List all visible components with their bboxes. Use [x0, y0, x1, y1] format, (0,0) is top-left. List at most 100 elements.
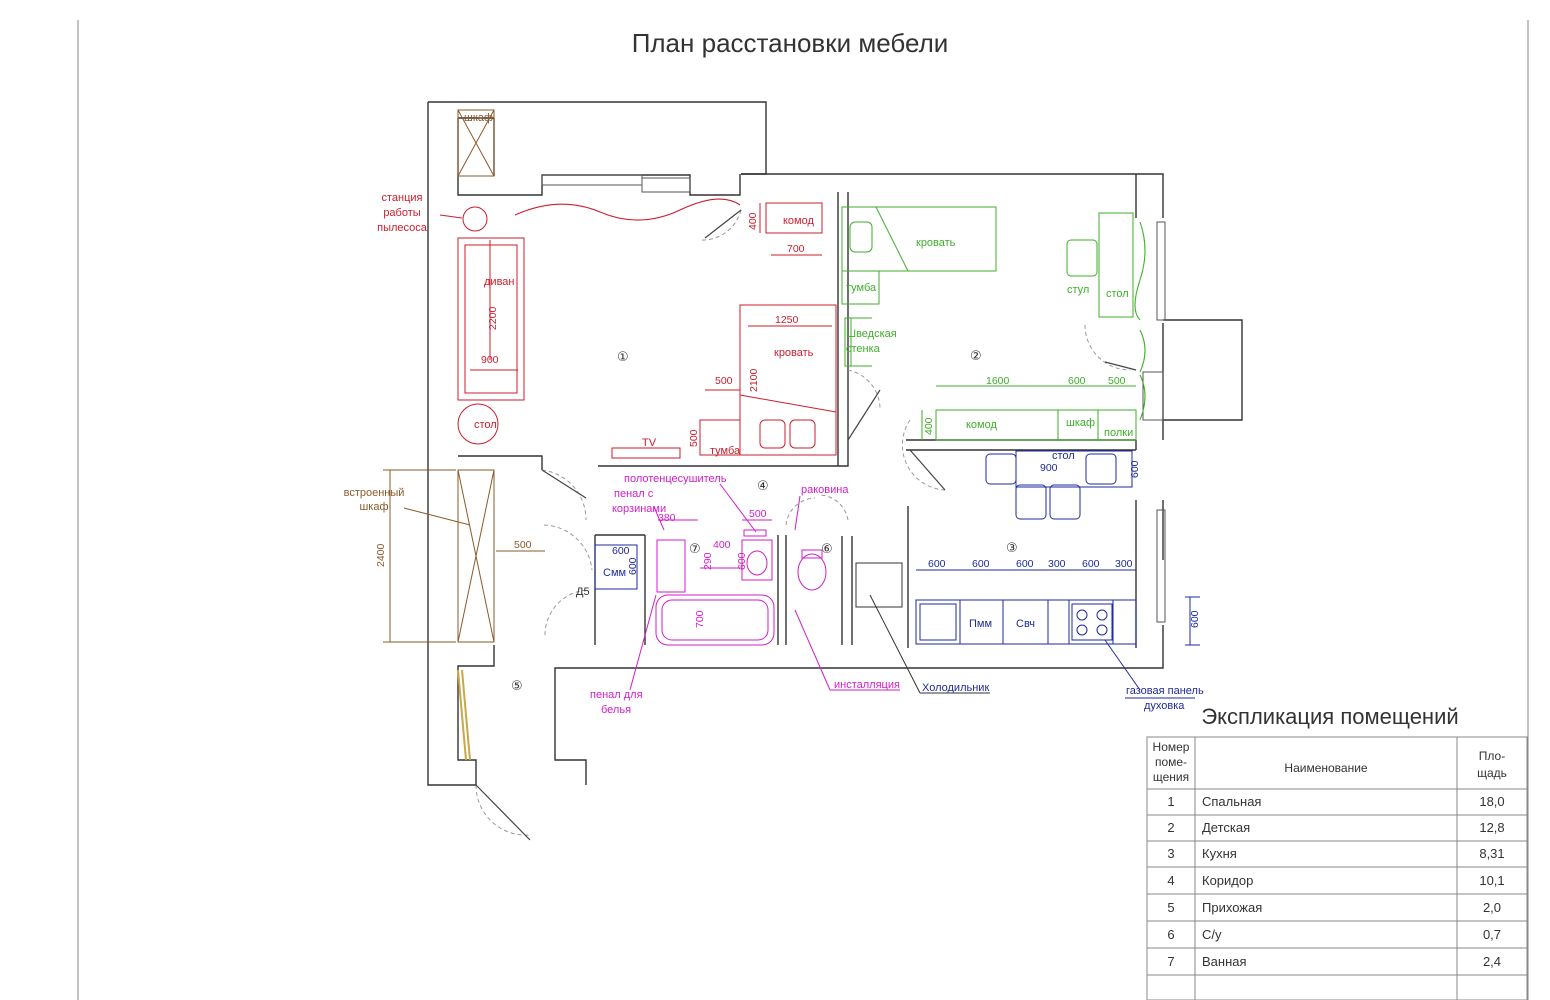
- dim-600e: 600: [736, 552, 748, 570]
- wardrobe-top: [457, 109, 495, 177]
- label-tv: TV: [642, 437, 657, 449]
- kids-labels: кровать тумба Шведская стенка стул стол …: [846, 237, 1133, 439]
- bedroom-labels: станция работы пылесоса диван стол комод…: [377, 192, 814, 457]
- row-num: 1: [1167, 794, 1174, 809]
- room-number-6: ⑥: [821, 541, 833, 556]
- label-polki: полки: [1104, 427, 1133, 439]
- label-penal-2: корзинами: [612, 503, 666, 515]
- entry-hatch: [457, 669, 471, 761]
- header-area-1: Пло-: [1479, 749, 1505, 763]
- kitchen-labels: стол 900 600 Пмм Свч Смм 600 600 600 600…: [603, 450, 1204, 712]
- label-stol1: стол: [474, 419, 497, 431]
- dim-400a: 400: [747, 212, 759, 230]
- label-tumba1: тумба: [710, 445, 741, 457]
- label-polotence: полотенцесушитель: [624, 473, 727, 485]
- dim-700a: 700: [787, 243, 805, 255]
- header-name: Наименование: [1284, 761, 1368, 775]
- label-d5: Д5: [576, 586, 590, 598]
- row-area: 0,7: [1483, 927, 1501, 942]
- header-num-3: щения: [1153, 770, 1189, 784]
- label-builtin-1: встроенный: [344, 487, 405, 499]
- room-number-3: ③: [1006, 540, 1018, 555]
- dim-600f: 600: [1189, 610, 1201, 628]
- dim-2100: 2100: [748, 368, 760, 392]
- room-number-7: ⑦: [689, 541, 701, 556]
- dim-500c: 500: [1108, 375, 1126, 387]
- kdim-300b: 300: [1115, 558, 1133, 570]
- bath-furniture: [655, 519, 827, 646]
- walls: [427, 101, 1243, 786]
- label-penal-1: пенал с: [614, 488, 654, 500]
- builtin-wardrobe: [457, 469, 495, 643]
- label-svch: Свч: [1016, 618, 1035, 630]
- kdim-600b: 600: [972, 558, 990, 570]
- label-gas-1: газовая панель: [1126, 685, 1204, 697]
- label-stol3: стол: [1052, 450, 1075, 462]
- page-title: План расстановки мебели: [631, 28, 949, 58]
- bedroom-furniture: [439, 202, 837, 459]
- entry-dim-lines: [383, 469, 545, 643]
- kdim-300a: 300: [1048, 558, 1066, 570]
- label-shved-1: Шведская: [846, 328, 897, 340]
- label-station-3: пылесоса: [377, 222, 428, 234]
- dim-400c: 400: [713, 539, 731, 551]
- dim-900a: 900: [481, 354, 499, 366]
- row-num: 6: [1167, 927, 1174, 942]
- row-area: 10,1: [1479, 873, 1504, 888]
- row-area: 18,0: [1479, 794, 1504, 809]
- curtains: [514, 198, 741, 221]
- kdim-600a: 600: [928, 558, 946, 570]
- dim-600b: 600: [1129, 460, 1141, 478]
- label-installation: инсталляция: [834, 679, 900, 691]
- room-number-2: ②: [970, 348, 982, 363]
- dim-1250: 1250: [775, 314, 799, 326]
- header-area-2: щадь: [1477, 766, 1507, 780]
- label-tumba2: тумба: [846, 282, 877, 294]
- label-station-1: станция: [381, 192, 422, 204]
- header-num-2: поме-: [1155, 755, 1187, 769]
- explication-headers: Номер поме- щения Наименование Пло- щадь: [1153, 740, 1507, 784]
- kdim-600d: 600: [1082, 558, 1100, 570]
- label-krovat2: кровать: [916, 237, 956, 249]
- dim-400b: 400: [923, 417, 935, 435]
- bath-leaders: [629, 483, 900, 691]
- row-num: 3: [1167, 846, 1174, 861]
- row-name: Ванная: [1202, 954, 1247, 969]
- dim-1600: 1600: [986, 375, 1010, 387]
- label-station-2: работы: [383, 207, 420, 219]
- row-name: Детская: [1202, 820, 1250, 835]
- row-area: 2,4: [1483, 954, 1501, 969]
- row-name: Коридор: [1202, 873, 1253, 888]
- explication-title: Экспликация помещений: [1201, 704, 1459, 729]
- row-area: 12,8: [1479, 820, 1504, 835]
- label-divan: диван: [484, 276, 514, 288]
- label-shkaf2: шкаф: [1066, 417, 1095, 429]
- dim-900b: 900: [1040, 462, 1058, 474]
- label-shkaf: шкаф: [464, 112, 493, 124]
- kdim-600c: 600: [1016, 558, 1034, 570]
- label-smm: Смм: [603, 567, 626, 579]
- header-num-1: Номер: [1153, 740, 1190, 754]
- bath-labels: полотенцесушитель пенал с корзинами рако…: [590, 473, 900, 716]
- dim-600d: 600: [627, 557, 639, 575]
- dim-500d: 500: [514, 539, 532, 551]
- row-area: 2,0: [1483, 900, 1501, 915]
- row-num: 7: [1167, 954, 1174, 969]
- fridge: [855, 562, 990, 694]
- label-penal-belya-2: белья: [601, 704, 631, 716]
- explication-table: [1146, 736, 1528, 1000]
- kitchen-leaders: [1104, 596, 1200, 699]
- row-name: Спальная: [1202, 794, 1261, 809]
- dim-2200: 2200: [487, 306, 499, 330]
- room-number-1: ①: [617, 349, 629, 364]
- row-num: 2: [1167, 820, 1174, 835]
- dim-290: 290: [702, 552, 714, 570]
- entry-labels: встроенный шкаф 2400 500: [344, 487, 532, 567]
- dim-500e: 500: [749, 508, 767, 520]
- kitchen-furniture: [594, 450, 1137, 645]
- kids-curtains: [1134, 221, 1146, 421]
- label-gas-2: духовка: [1144, 700, 1185, 712]
- label-komod2: комод: [966, 419, 997, 431]
